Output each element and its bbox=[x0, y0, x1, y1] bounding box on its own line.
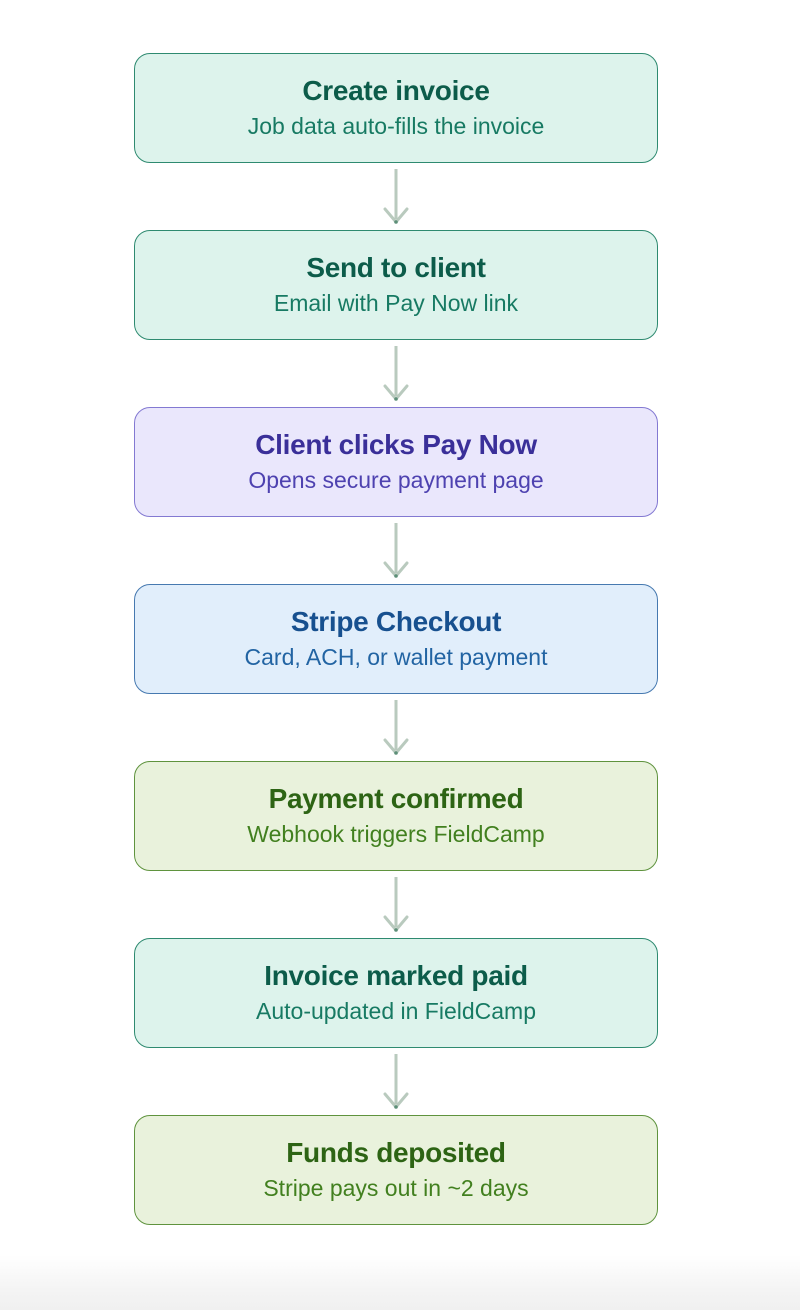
flow-step-invoice-marked-paid: Invoice marked paid Auto-updated in Fiel… bbox=[134, 938, 658, 1048]
step-title: Send to client bbox=[306, 252, 486, 284]
flow-arrow bbox=[381, 871, 411, 938]
flow-arrow bbox=[381, 517, 411, 584]
step-title: Create invoice bbox=[302, 75, 490, 107]
flow-arrow bbox=[381, 340, 411, 407]
bottom-fade-band bbox=[0, 1255, 800, 1310]
step-subtitle: Email with Pay Now link bbox=[273, 290, 519, 317]
step-subtitle: Auto-updated in FieldCamp bbox=[256, 998, 536, 1025]
step-title: Funds deposited bbox=[286, 1137, 506, 1169]
down-arrow-icon bbox=[383, 345, 409, 401]
payment-flow-diagram: Create invoice Job data auto-fills the i… bbox=[134, 53, 658, 1225]
step-title: Payment confirmed bbox=[268, 783, 524, 815]
step-title: Client clicks Pay Now bbox=[255, 429, 537, 461]
down-arrow-icon bbox=[383, 522, 409, 578]
step-subtitle: Job data auto-fills the invoice bbox=[247, 113, 545, 140]
step-subtitle: Stripe pays out in ~2 days bbox=[263, 1175, 529, 1202]
flow-step-client-clicks-pay-now: Client clicks Pay Now Opens secure payme… bbox=[134, 407, 658, 517]
flow-step-create-invoice: Create invoice Job data auto-fills the i… bbox=[134, 53, 658, 163]
down-arrow-icon bbox=[383, 876, 409, 932]
down-arrow-icon bbox=[383, 699, 409, 755]
step-title: Stripe Checkout bbox=[290, 606, 502, 638]
down-arrow-icon bbox=[383, 1053, 409, 1109]
flow-step-send-to-client: Send to client Email with Pay Now link bbox=[134, 230, 658, 340]
step-subtitle: Card, ACH, or wallet payment bbox=[244, 644, 548, 671]
flow-step-stripe-checkout: Stripe Checkout Card, ACH, or wallet pay… bbox=[134, 584, 658, 694]
flow-arrow bbox=[381, 694, 411, 761]
down-arrow-icon bbox=[383, 168, 409, 224]
step-title: Invoice marked paid bbox=[264, 960, 528, 992]
flow-step-funds-deposited: Funds deposited Stripe pays out in ~2 da… bbox=[134, 1115, 658, 1225]
flow-arrow bbox=[381, 163, 411, 230]
flow-arrow bbox=[381, 1048, 411, 1115]
flow-step-payment-confirmed: Payment confirmed Webhook triggers Field… bbox=[134, 761, 658, 871]
step-subtitle: Opens secure payment page bbox=[248, 467, 544, 494]
step-subtitle: Webhook triggers FieldCamp bbox=[247, 821, 545, 848]
